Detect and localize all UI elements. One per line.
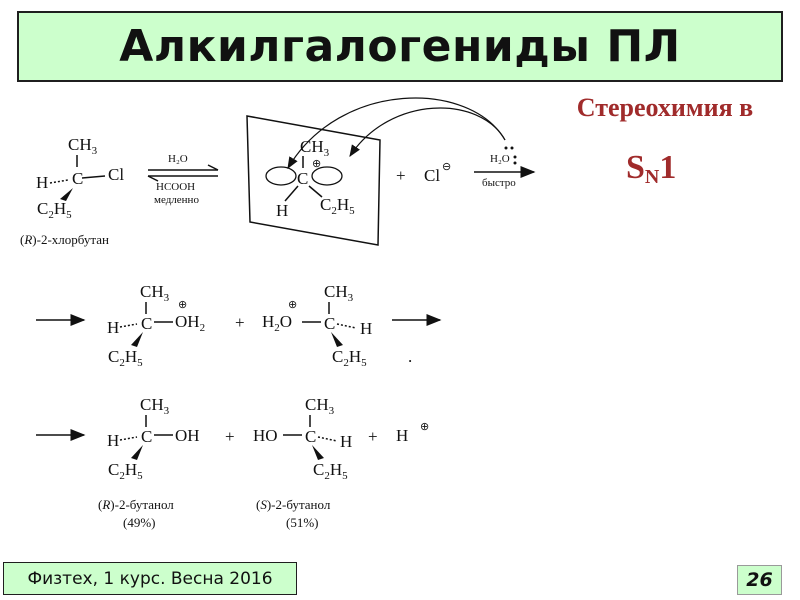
reagent-formic-acid: HCOOH bbox=[156, 181, 195, 193]
reagent-water: H₂O bbox=[168, 153, 188, 165]
ch3-label: CH3 bbox=[140, 282, 170, 304]
wedge-bond bbox=[131, 332, 143, 347]
chlorobutane-molecule: CH3 C H Cl C2H5 bbox=[36, 135, 124, 221]
hydrogen-label: H bbox=[107, 318, 119, 337]
ethyl-label: C2H5 bbox=[332, 347, 367, 369]
ethyl-label: C2H5 bbox=[108, 347, 143, 369]
hashed-bond bbox=[317, 436, 338, 442]
butanol-s: HO CH3 C H C2H5 bbox=[253, 395, 352, 482]
bond-line bbox=[284, 185, 299, 202]
hashed-bond bbox=[119, 436, 138, 441]
reagent-water-2: H₂O bbox=[490, 153, 510, 165]
mechanism-subscript: N bbox=[644, 166, 660, 188]
hydrogen-label: H bbox=[36, 173, 48, 192]
oxonium-charge: ⊕ bbox=[178, 299, 187, 311]
chloride-ion: Cl bbox=[424, 166, 440, 185]
wedge-bond bbox=[312, 445, 324, 460]
lone-pair-dot bbox=[510, 146, 514, 150]
plus-sign: + bbox=[235, 313, 245, 332]
proton-label: H bbox=[396, 426, 408, 445]
plus-sign: + bbox=[368, 427, 378, 446]
bond-line bbox=[81, 175, 106, 179]
p-orbital-right bbox=[311, 166, 343, 186]
hashed-bond bbox=[119, 323, 138, 328]
butanol-r: CH3 C H OH C2H5 bbox=[107, 395, 200, 482]
attack-arrow-front bbox=[287, 97, 506, 170]
wedge-bond bbox=[60, 188, 73, 201]
oxonium-s: H2O ⊕ CH3 C H C2H5 bbox=[262, 282, 372, 369]
butanol-r-yield: (49%) bbox=[123, 515, 156, 530]
arrow-barb bbox=[147, 175, 159, 182]
arrow-barb bbox=[207, 164, 219, 171]
page-number-box: 26 bbox=[737, 565, 782, 595]
separator-dot: . bbox=[408, 347, 412, 366]
hydroxyl-label: OH bbox=[175, 426, 200, 445]
footer-text: Физтех, 1 курс. Весна 2016 bbox=[27, 568, 273, 589]
wedge-bond bbox=[331, 332, 343, 347]
butanol-r-name: (R)-2-бутанол bbox=[98, 497, 174, 512]
hashed-bond bbox=[336, 323, 357, 329]
oxonium-r: CH3 C H OH2 ⊕ C2H5 bbox=[107, 282, 205, 369]
cation-ch3-label: CH3 bbox=[300, 137, 330, 159]
ch3-label: CH3 bbox=[140, 395, 170, 417]
equilibrium-arrow bbox=[147, 164, 219, 182]
proton-charge: ⊕ bbox=[420, 421, 429, 433]
oxonium-charge: ⊕ bbox=[288, 299, 297, 311]
carbon-label: C bbox=[141, 427, 152, 446]
lone-pair-dot bbox=[504, 146, 508, 150]
lone-pair-dot bbox=[513, 155, 517, 159]
hashed-bond bbox=[49, 179, 69, 184]
butanol-s-yield: (51%) bbox=[286, 515, 319, 530]
p-orbital-left bbox=[265, 166, 297, 186]
mechanism-label: SN1 bbox=[626, 149, 676, 189]
page-number: 26 bbox=[746, 569, 773, 591]
oxonium-label: H2O bbox=[262, 312, 292, 334]
title-box: Алкилгалогениды ПЛ bbox=[17, 11, 783, 82]
ch3-label: CH3 bbox=[68, 135, 98, 157]
carbocation: CH3 ⊕ C H C2H5 bbox=[265, 137, 355, 220]
hydrogen-label: H bbox=[360, 319, 372, 338]
chloride-charge: ⊖ bbox=[442, 161, 451, 173]
ethyl-label: C2H5 bbox=[37, 199, 72, 221]
ethyl-label: C2H5 bbox=[313, 460, 348, 482]
plus-sign: + bbox=[396, 166, 406, 185]
hydrogen-label: H bbox=[107, 431, 119, 450]
subtitle: Стереохимия в bbox=[576, 93, 754, 122]
butanol-s-name: (S)-2-бутанол bbox=[256, 497, 331, 512]
chlorine-label: Cl bbox=[108, 165, 124, 184]
carbon-label: C bbox=[324, 314, 335, 333]
hydrogen-label: H bbox=[340, 432, 352, 451]
cation-carbon: C bbox=[297, 169, 308, 188]
cation-ethyl: C2H5 bbox=[320, 195, 355, 217]
bond-line bbox=[308, 185, 323, 198]
wedge-bond bbox=[131, 445, 143, 460]
hydroxyl-label: HO bbox=[253, 426, 278, 445]
lone-pair-dot bbox=[513, 161, 517, 165]
footer-box: Физтех, 1 курс. Весна 2016 bbox=[3, 562, 297, 595]
ethyl-label: C2H5 bbox=[108, 460, 143, 482]
carbon-label: C bbox=[72, 169, 83, 188]
chlorobutane-name: (R)-2-хлорбутан bbox=[20, 232, 109, 247]
oxonium-label: OH2 bbox=[175, 312, 205, 334]
cation-charge: ⊕ bbox=[312, 158, 321, 170]
mechanism-number: 1 bbox=[659, 149, 677, 186]
ch3-label: CH3 bbox=[305, 395, 335, 417]
mechanism-letter: S bbox=[626, 149, 645, 186]
slide-title: Алкилгалогениды ПЛ bbox=[119, 21, 681, 72]
reagent-slow: медленно bbox=[154, 194, 199, 206]
ch3-label: CH3 bbox=[324, 282, 354, 304]
attack-arrow-back bbox=[349, 107, 506, 158]
plus-sign: + bbox=[225, 427, 235, 446]
cation-hydrogen: H bbox=[276, 201, 288, 220]
carbon-label: C bbox=[305, 427, 316, 446]
reagent-fast: быстро bbox=[482, 177, 516, 189]
carbon-label: C bbox=[141, 314, 152, 333]
